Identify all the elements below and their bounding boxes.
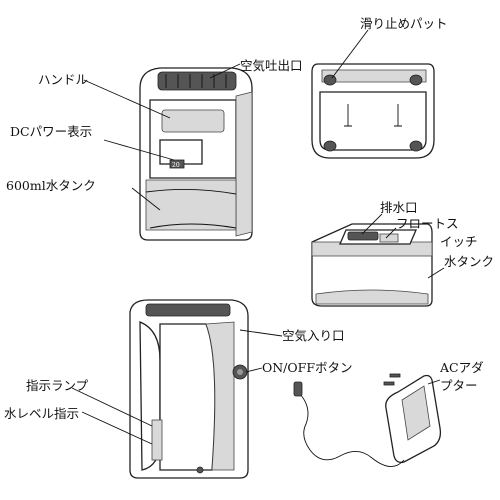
non-slip-pad-1 xyxy=(323,74,337,86)
air-inlet-vent xyxy=(145,303,231,317)
non-slip-pad-3 xyxy=(323,140,337,152)
label-non-slip-pad: 滑り止めパット xyxy=(360,16,448,31)
label-handle: ハンドル xyxy=(38,72,88,87)
drain-port xyxy=(347,231,379,241)
label-float: フロートス xyxy=(396,216,459,231)
label-air-outlet: 空気吐出口 xyxy=(240,58,303,73)
dehumidifier-front-view: 20 xyxy=(139,67,253,241)
water-level-indicator xyxy=(151,419,163,461)
plug-prong-1 xyxy=(383,381,395,386)
label-on-off-button: ON/OFFボタン xyxy=(262,360,353,375)
handle-recess xyxy=(161,109,225,133)
non-slip-pad-4 xyxy=(409,140,423,152)
dehumidifier-side-view xyxy=(129,299,249,479)
indicator-lamp-dot xyxy=(196,466,204,474)
float-switch xyxy=(379,233,399,243)
display-readout: 20 xyxy=(172,162,180,169)
plug-prong-2 xyxy=(389,373,401,378)
labels: ハンドル 空気吐出口 DCパワー表示 600ml水タンク 滑り止めパット 排水口… xyxy=(4,16,494,421)
leader-lines xyxy=(71,29,445,445)
label-drain-port: 排水口 xyxy=(380,200,418,215)
label-ichi: イッチ xyxy=(440,234,478,249)
label-water-tank: 水タンク xyxy=(444,254,494,269)
label-water-level: 水レベル指示 xyxy=(4,406,79,421)
label-dc-power: DCパワー表示 xyxy=(10,124,92,139)
water-tank-detail xyxy=(311,223,433,307)
water-tank-600ml xyxy=(145,179,237,231)
non-slip-pad-2 xyxy=(409,74,423,86)
label-indicator-lamp: 指示ランプ xyxy=(26,378,89,393)
label-air-inlet: 空気入り口 xyxy=(282,328,345,343)
adapter-cable xyxy=(299,393,405,467)
label-ac-adapter-2: プター xyxy=(440,378,478,393)
dehumidifier-bottom-view xyxy=(311,63,435,159)
label-tank-600ml: 600ml水タンク xyxy=(6,178,96,193)
label-ac-adapter-1: ACアダ xyxy=(439,360,484,375)
ac-adapter-group xyxy=(293,373,442,467)
air-outlet-vent xyxy=(157,71,237,91)
